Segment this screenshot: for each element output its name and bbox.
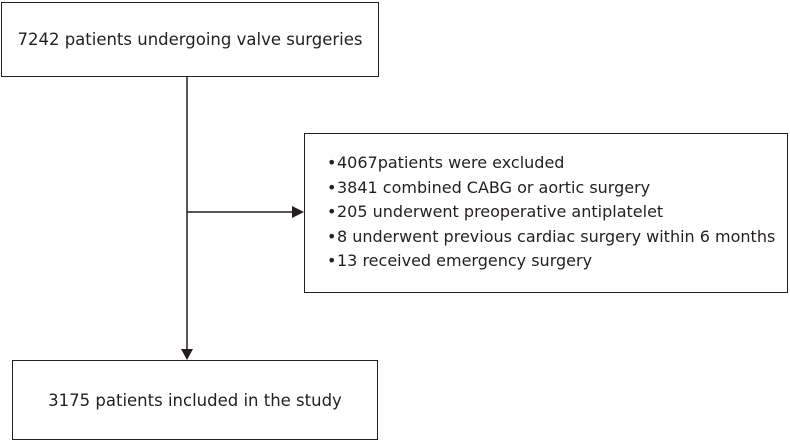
exclusion-item: •13 received emergency surgery — [327, 249, 787, 274]
exclusion-item-label: 4067patients were excluded — [337, 153, 565, 172]
exclusion-item-label: 13 received emergency surgery — [337, 251, 593, 270]
start-box: 7242 patients undergoing valve surgeries — [1, 2, 379, 77]
bullet-glyph: • — [327, 177, 337, 197]
bullet-glyph: • — [327, 202, 337, 221]
exclusion-item-label: 8 underwent previous cardiac surgery wit… — [337, 226, 776, 246]
down-arrowhead — [181, 349, 193, 360]
bullet-glyph: • — [327, 226, 337, 246]
exclusion-item: •8 underwent previous cardiac surgery wi… — [327, 225, 787, 250]
bullet-glyph: • — [327, 251, 337, 270]
exclusion-item: •4067patients were excluded — [327, 151, 787, 176]
exclusion-box: •4067patients were excluded •3841 combin… — [304, 133, 788, 293]
start-box-label: 7242 patients undergoing valve surgeries — [17, 30, 363, 49]
exclusion-item: •3841 combined CABG or aortic surgery — [327, 176, 787, 201]
exclusion-list: •4067patients were excluded •3841 combin… — [327, 151, 787, 274]
exclusion-item-label: 205 underwent preoperative antiplatelet — [337, 202, 664, 221]
exclusion-item-label: 3841 combined CABG or aortic surgery — [337, 177, 651, 197]
bullet-glyph: • — [327, 153, 337, 172]
right-arrowhead — [292, 206, 304, 218]
end-box: 3175 patients included in the study — [12, 360, 378, 440]
end-box-label: 3175 patients included in the study — [48, 390, 342, 410]
exclusion-item: •205 underwent preoperative antiplatelet — [327, 200, 787, 225]
